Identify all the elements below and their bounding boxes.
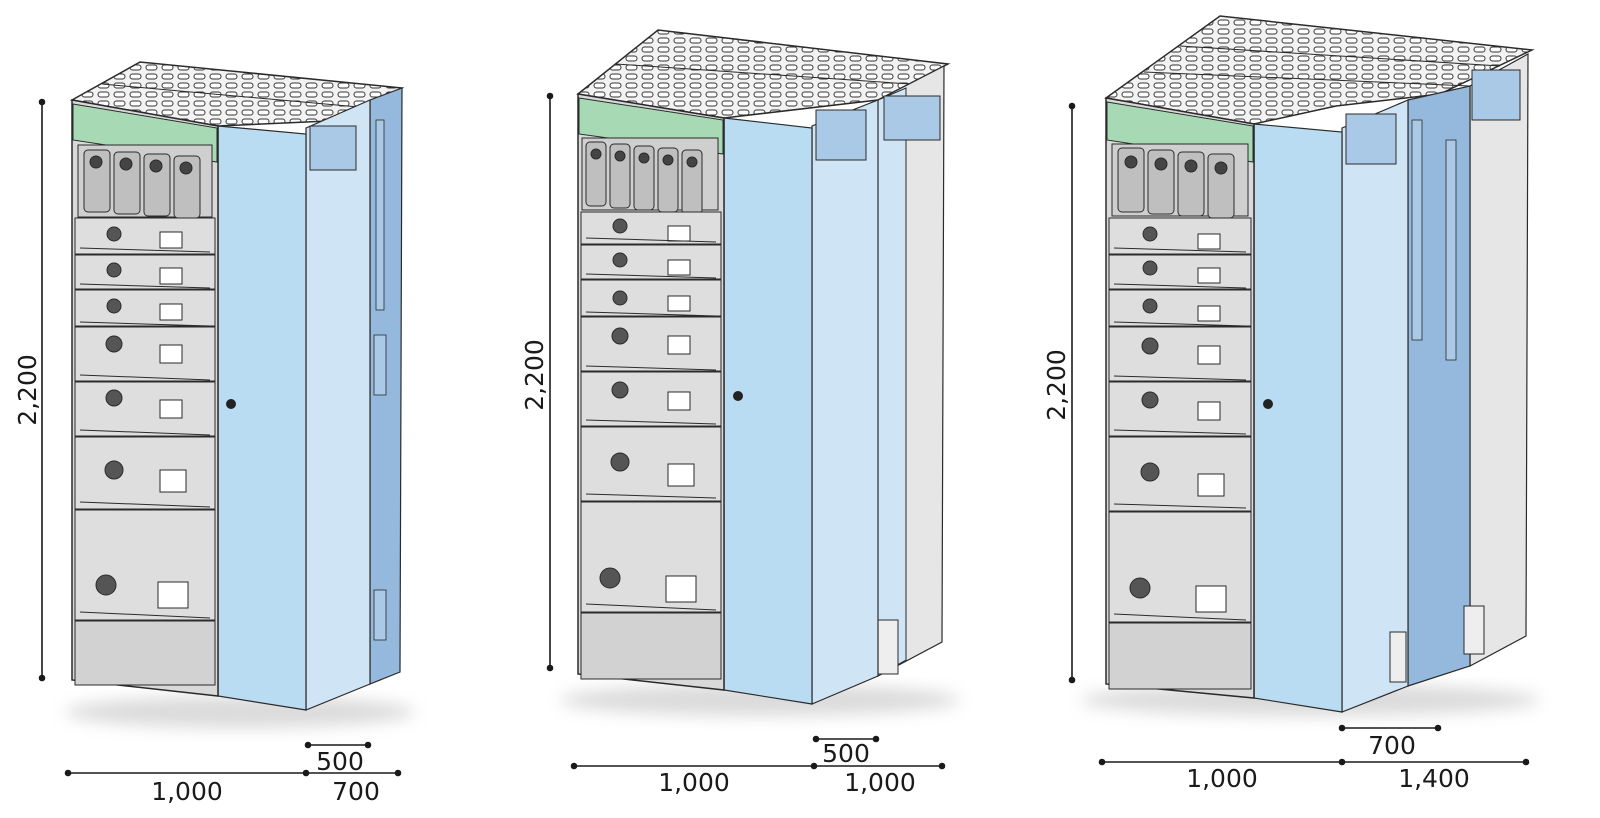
drawer-modules	[1108, 217, 1252, 690]
side-panel	[811, 99, 879, 705]
ground-shadow	[560, 684, 960, 716]
cabinet-unit-3: 2,200 1,000 1,400 700	[1042, 15, 1540, 793]
dimension-lines	[546, 92, 946, 770]
cabinet-unit-2: 2,200 1,000 1,000 500	[520, 29, 960, 797]
door-handle-icon	[226, 399, 236, 409]
fuse-switch-row	[1111, 143, 1249, 219]
inner-depth-label: 700	[1368, 731, 1416, 760]
ground-shadow	[65, 696, 415, 728]
rear-side-panel	[1469, 52, 1529, 668]
width-label-front: 1,000	[658, 768, 730, 797]
height-label: 2,200	[1042, 349, 1071, 421]
door-handle-icon	[1263, 399, 1273, 409]
width-label-depth: 1,000	[844, 768, 916, 797]
width-label-front: 1,000	[151, 777, 223, 806]
width-label-depth: 1,400	[1398, 764, 1470, 793]
width-label-front: 1,000	[1186, 764, 1258, 793]
side-panel	[305, 99, 371, 711]
cabinet-unit-1: 2,200 1,000 700 500	[13, 61, 415, 806]
fuse-switch-row	[77, 144, 213, 219]
inner-depth-label: 500	[822, 739, 870, 768]
cable-door	[723, 117, 813, 705]
dimension-lines	[38, 98, 402, 777]
drawer-modules	[74, 217, 216, 686]
side-panel	[1341, 99, 1409, 713]
dimension-lines	[1068, 102, 1530, 766]
fuse-switch-row	[581, 137, 719, 215]
cable-door	[1253, 123, 1343, 713]
height-label: 2,200	[13, 354, 42, 426]
drawer-modules	[580, 211, 722, 680]
cable-door	[217, 125, 307, 711]
inner-depth-label: 500	[316, 747, 364, 776]
height-label: 2,200	[520, 339, 549, 411]
door-handle-icon	[733, 391, 743, 401]
width-label-depth: 700	[332, 777, 380, 806]
